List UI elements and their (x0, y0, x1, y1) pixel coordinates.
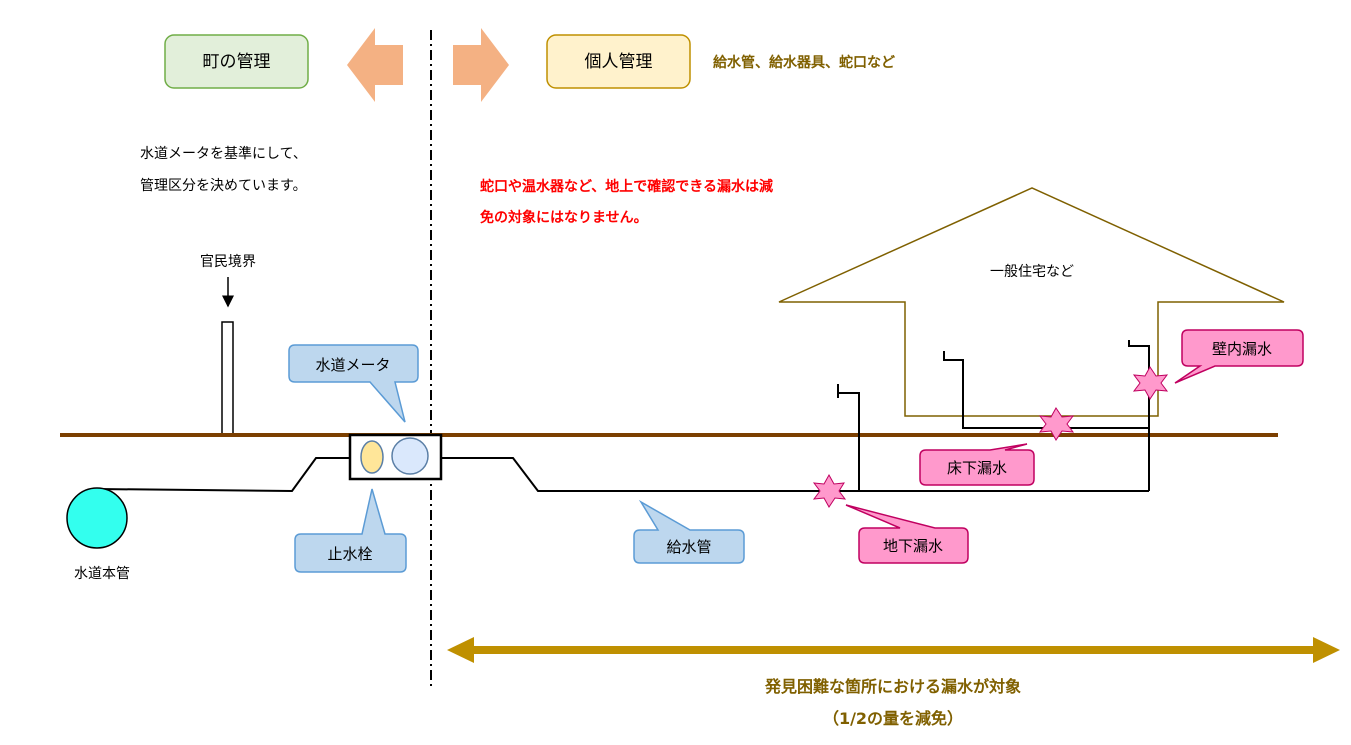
target-text-line1: 発見困難な箇所における漏水が対象 (764, 677, 1021, 696)
meter-box (348, 433, 443, 481)
house-outline (778, 187, 1285, 417)
main-pipe-circle (66, 487, 128, 549)
notice-text-line2: 免の対象にはなりません。 (480, 209, 648, 226)
supply-pipe-label: 給水管 (666, 538, 711, 556)
floor-leak-callout: 床下漏水 (919, 443, 1035, 486)
town-management-box: 町の管理 (164, 34, 309, 89)
underground-leak-burst-icon (812, 473, 847, 508)
meter-basis-text-line2: 管理区分を決めています。 (140, 178, 307, 194)
private-management-label: 個人管理 (585, 52, 653, 72)
floor-leak-burst-icon (1038, 407, 1075, 441)
water-meter-label: 水道メータ (315, 356, 390, 374)
right-arrow-icon (453, 28, 509, 102)
left-arrow-icon (347, 28, 403, 102)
floor-leak-label: 床下漏水 (947, 459, 1007, 477)
main-pipe-label: 水道本管 (74, 566, 130, 582)
town-management-label: 町の管理 (203, 52, 271, 72)
meter-basis-text-line1: 水道メータを基準にして、 (140, 145, 307, 162)
water-meter-callout: 水道メータ (288, 344, 419, 423)
underground-leak-callout: 地下漏水 (845, 504, 969, 564)
supply-pipe-callout: 給水管 (633, 499, 745, 564)
water-meter-icon (391, 437, 429, 475)
faucet-pipes (837, 340, 1150, 491)
target-text-line2: （1/2の量を減免） (823, 709, 963, 728)
underground-leak-label: 地下漏水 (883, 537, 943, 555)
stop-valve-label: 止水栓 (327, 545, 372, 563)
wall-leak-callout: 壁内漏水 (1174, 329, 1304, 384)
stop-valve-callout: 止水栓 (294, 488, 407, 573)
stop-valve-icon (360, 440, 384, 474)
target-range-arrow-icon (447, 637, 1340, 663)
house-label: 一般住宅など (990, 264, 1074, 280)
boundary-post (221, 321, 234, 435)
boundary-label: 官民境界 (200, 254, 256, 270)
private-management-box: 個人管理 (546, 34, 691, 89)
wall-leak-label: 壁内漏水 (1212, 340, 1272, 358)
wall-leak-burst-icon (1132, 366, 1169, 400)
private-items-text: 給水管、給水器具、蛇口など (713, 54, 895, 71)
notice-text-line1: 蛇口や温水器など、地上で確認できる漏水は減 (480, 178, 773, 195)
